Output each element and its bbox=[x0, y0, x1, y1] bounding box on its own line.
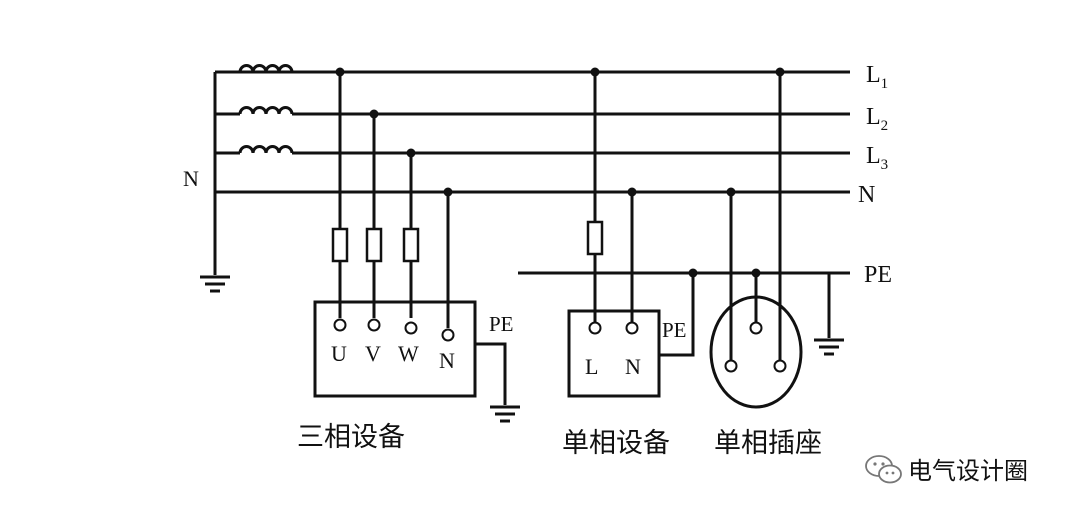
single-phase-box bbox=[567, 309, 661, 398]
watermark: 电气设计圈 bbox=[865, 455, 1028, 485]
fuse-icon-l bbox=[586, 220, 604, 256]
bus-label-n: N bbox=[858, 182, 875, 208]
fuse-icon-v bbox=[365, 227, 383, 263]
single-phase-pe-label: PE bbox=[662, 318, 687, 342]
pe-earth-icon bbox=[814, 273, 844, 356]
bus-label-l3: L3 bbox=[866, 143, 888, 173]
terminal-label-n: N bbox=[439, 348, 455, 373]
fuse-icon-w bbox=[402, 227, 420, 263]
three-phase-box bbox=[313, 300, 477, 398]
terminal-label-l: L bbox=[585, 354, 598, 379]
terminal-label-w: W bbox=[398, 341, 419, 366]
three-phase-earth-icon bbox=[490, 405, 520, 423]
source-neutral-bus bbox=[200, 72, 240, 293]
terminal-label-n2: N bbox=[625, 354, 641, 379]
source-neutral-label: N bbox=[183, 166, 199, 191]
coil-icon-l3 bbox=[238, 145, 294, 154]
single-phase-socket: 单相插座 bbox=[709, 67, 822, 459]
wechat-icon bbox=[865, 455, 902, 484]
watermark-text: 电气设计圈 bbox=[908, 457, 1028, 485]
terminal-label-u: U bbox=[331, 341, 347, 366]
three-phase-pe-label: PE bbox=[489, 312, 514, 336]
socket-caption: 单相插座 bbox=[714, 428, 822, 459]
bus-label-l2: L2 bbox=[866, 104, 888, 134]
bus-label-l1: L1 bbox=[866, 62, 888, 92]
source-earth-icon bbox=[200, 275, 230, 293]
single-phase-caption: 单相设备 bbox=[562, 428, 670, 459]
bus-label-pe: PE bbox=[864, 262, 892, 288]
three-phase-caption: 三相设备 bbox=[297, 422, 405, 453]
single-phase-equipment: L N PE 单相设备 bbox=[562, 67, 698, 459]
fuse-icon-u bbox=[331, 227, 349, 263]
terminal-label-v: V bbox=[365, 341, 381, 366]
three-phase-equipment: U V W N PE 三相设备 bbox=[297, 67, 520, 453]
coil-icon-l2 bbox=[238, 106, 294, 115]
